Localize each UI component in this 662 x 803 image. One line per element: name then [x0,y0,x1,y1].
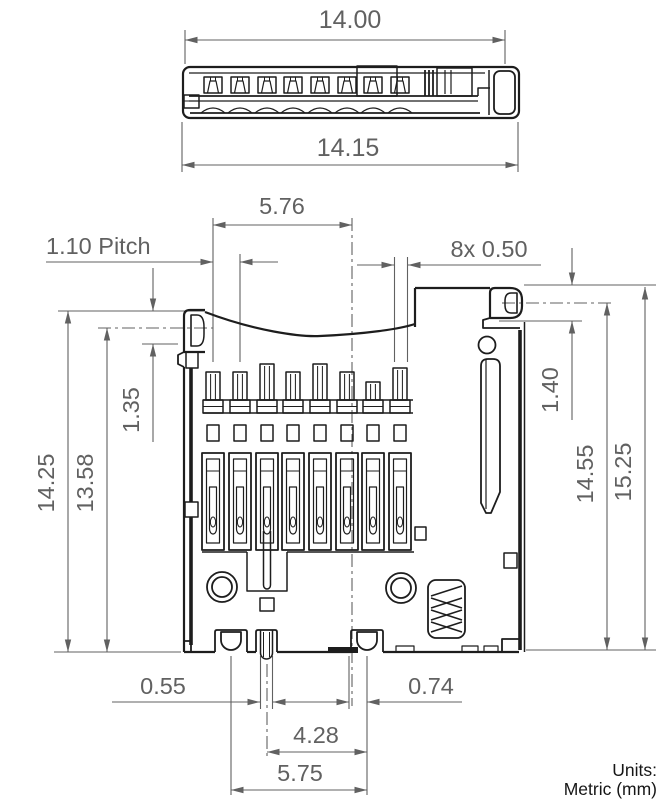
dim-label-14-15: 14.15 [317,134,380,162]
dim-14-00: 14.00 [184,6,506,64]
dim-14-25: 14.25 [33,311,72,652]
top-view: 14.00 14.15 [181,6,521,172]
solder-foot-right [350,629,384,652]
dim-label-pitch: 1.10 Pitch [46,233,151,259]
dim-label-0-55: 0.55 [140,673,186,699]
dim-14-55: 14.55 [572,303,611,650]
dim-label-0-74: 0.74 [408,673,454,699]
dim-14-15: 14.15 [181,122,519,172]
dim-label-14-00: 14.00 [319,6,382,34]
dim-0-55: 0.55 [112,673,313,706]
dim-15-25: 15.25 [610,287,649,650]
dim-label-1-40: 1.40 [537,367,563,413]
dim-label-4-28: 4.28 [293,722,339,748]
dim-1-35: 1.35 [118,268,157,442]
dim-label-15-25: 15.25 [610,443,636,502]
extension-lines [54,218,656,795]
dim-label-5-75: 5.75 [277,760,323,786]
center-contact [246,531,288,612]
units-label-line2: Metric (mm) [564,779,657,799]
dim-pitch: 1.10 Pitch [46,233,278,266]
dim-5-76: 5.76 [213,193,352,229]
bottom-scallops [200,107,413,114]
top-view-pins [203,76,410,94]
mounting-hole-right [385,572,417,604]
solder-foot-left [214,629,248,652]
front-view: 5.76 1.10 Pitch 8x 0.50 1.35 14.25 13.58 [33,193,656,795]
dim-5-75: 5.75 [231,760,367,794]
dim-label-5-76: 5.76 [259,193,305,219]
dim-label-14-25: 14.25 [33,454,59,513]
dim-4-28: 4.28 [267,722,367,756]
front-view-body [177,286,526,654]
dim-label-13-58: 13.58 [72,454,98,513]
eject-spring [427,579,466,639]
units-note: Units: Metric (mm) [564,760,657,799]
dim-13-58: 13.58 [72,328,111,652]
dim-label-8x-0-50: 8x 0.50 [450,236,527,262]
contact-fingers [201,452,414,553]
dim-1-40: 1.40 [537,248,576,420]
mounting-hole-left [206,571,238,603]
front-view-pins [202,363,413,442]
dim-8x-0-50: 8x 0.50 [357,236,541,269]
card-detect-lever [414,335,501,541]
units-label-line1: Units: [612,760,657,780]
dim-label-1-35: 1.35 [118,387,144,433]
dim-label-14-55: 14.55 [572,445,598,504]
top-view-body [181,65,521,120]
solder-foot-center [255,629,278,660]
dim-0-74: 0.74 [313,673,462,706]
